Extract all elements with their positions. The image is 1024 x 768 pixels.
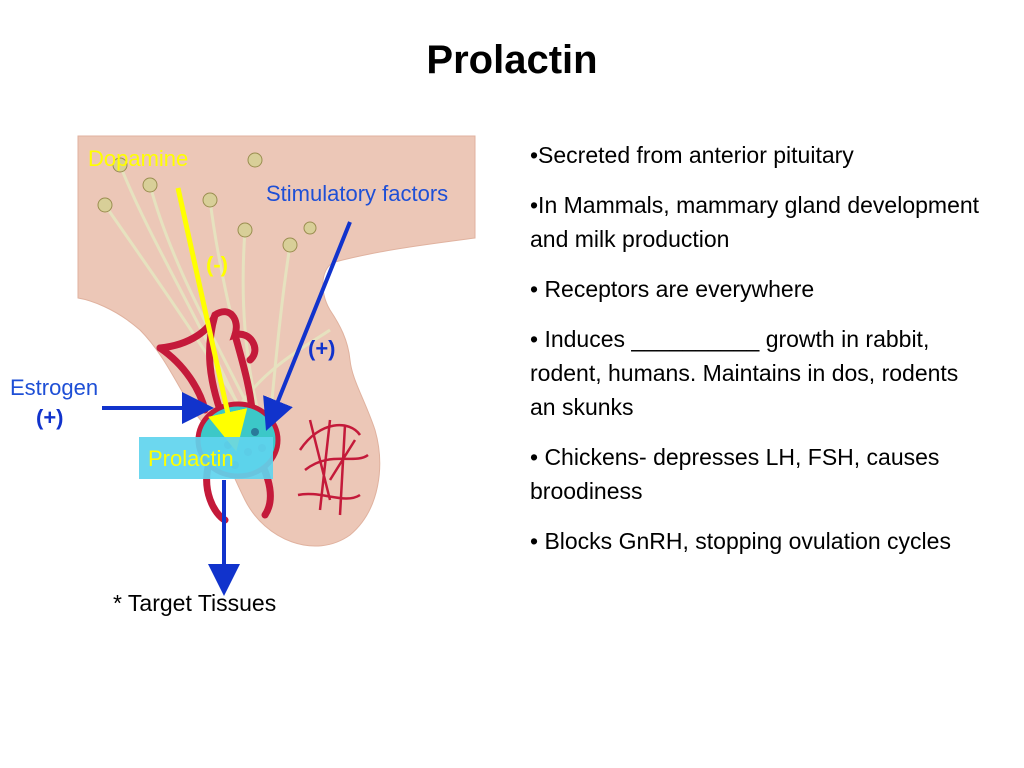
target-tissues-label: * Target Tissues [113,590,277,616]
bullet-item: • Blocks GnRH, stopping ovulation cycles [530,528,951,554]
bullet-item: • Induces __________ growth in rabbit, r… [530,326,959,420]
capillary-network [297,419,369,516]
stimulate-sign: (+) [308,336,336,361]
prolactin-label: Prolactin [148,446,234,471]
bullet-list: •Secreted from anterior pituitary •In Ma… [530,138,990,574]
bullet-item: •Secreted from anterior pituitary [530,142,854,168]
estrogen-label: Estrogen [10,375,99,400]
bullet-item: • Chickens- depresses LH, FSH, causes br… [530,444,940,504]
stimulatory-factors-label: Stimulatory factors [266,181,449,206]
estrogen-stimulate-sign: (+) [36,405,64,430]
stimulatory-factors-arrow [263,221,352,431]
dopamine-inhibit-arrow [175,187,248,452]
inhibit-sign: (-) [206,252,228,277]
slide-title: Prolactin [426,38,598,82]
neuron-cell-bodies [97,152,317,253]
bullet-item: • Receptors are everywhere [530,276,815,302]
prolactin-label-box [139,437,273,479]
dopamine-label: Dopamine [88,146,189,171]
bullet-item: •In Mammals, mammary gland development a… [530,192,980,252]
